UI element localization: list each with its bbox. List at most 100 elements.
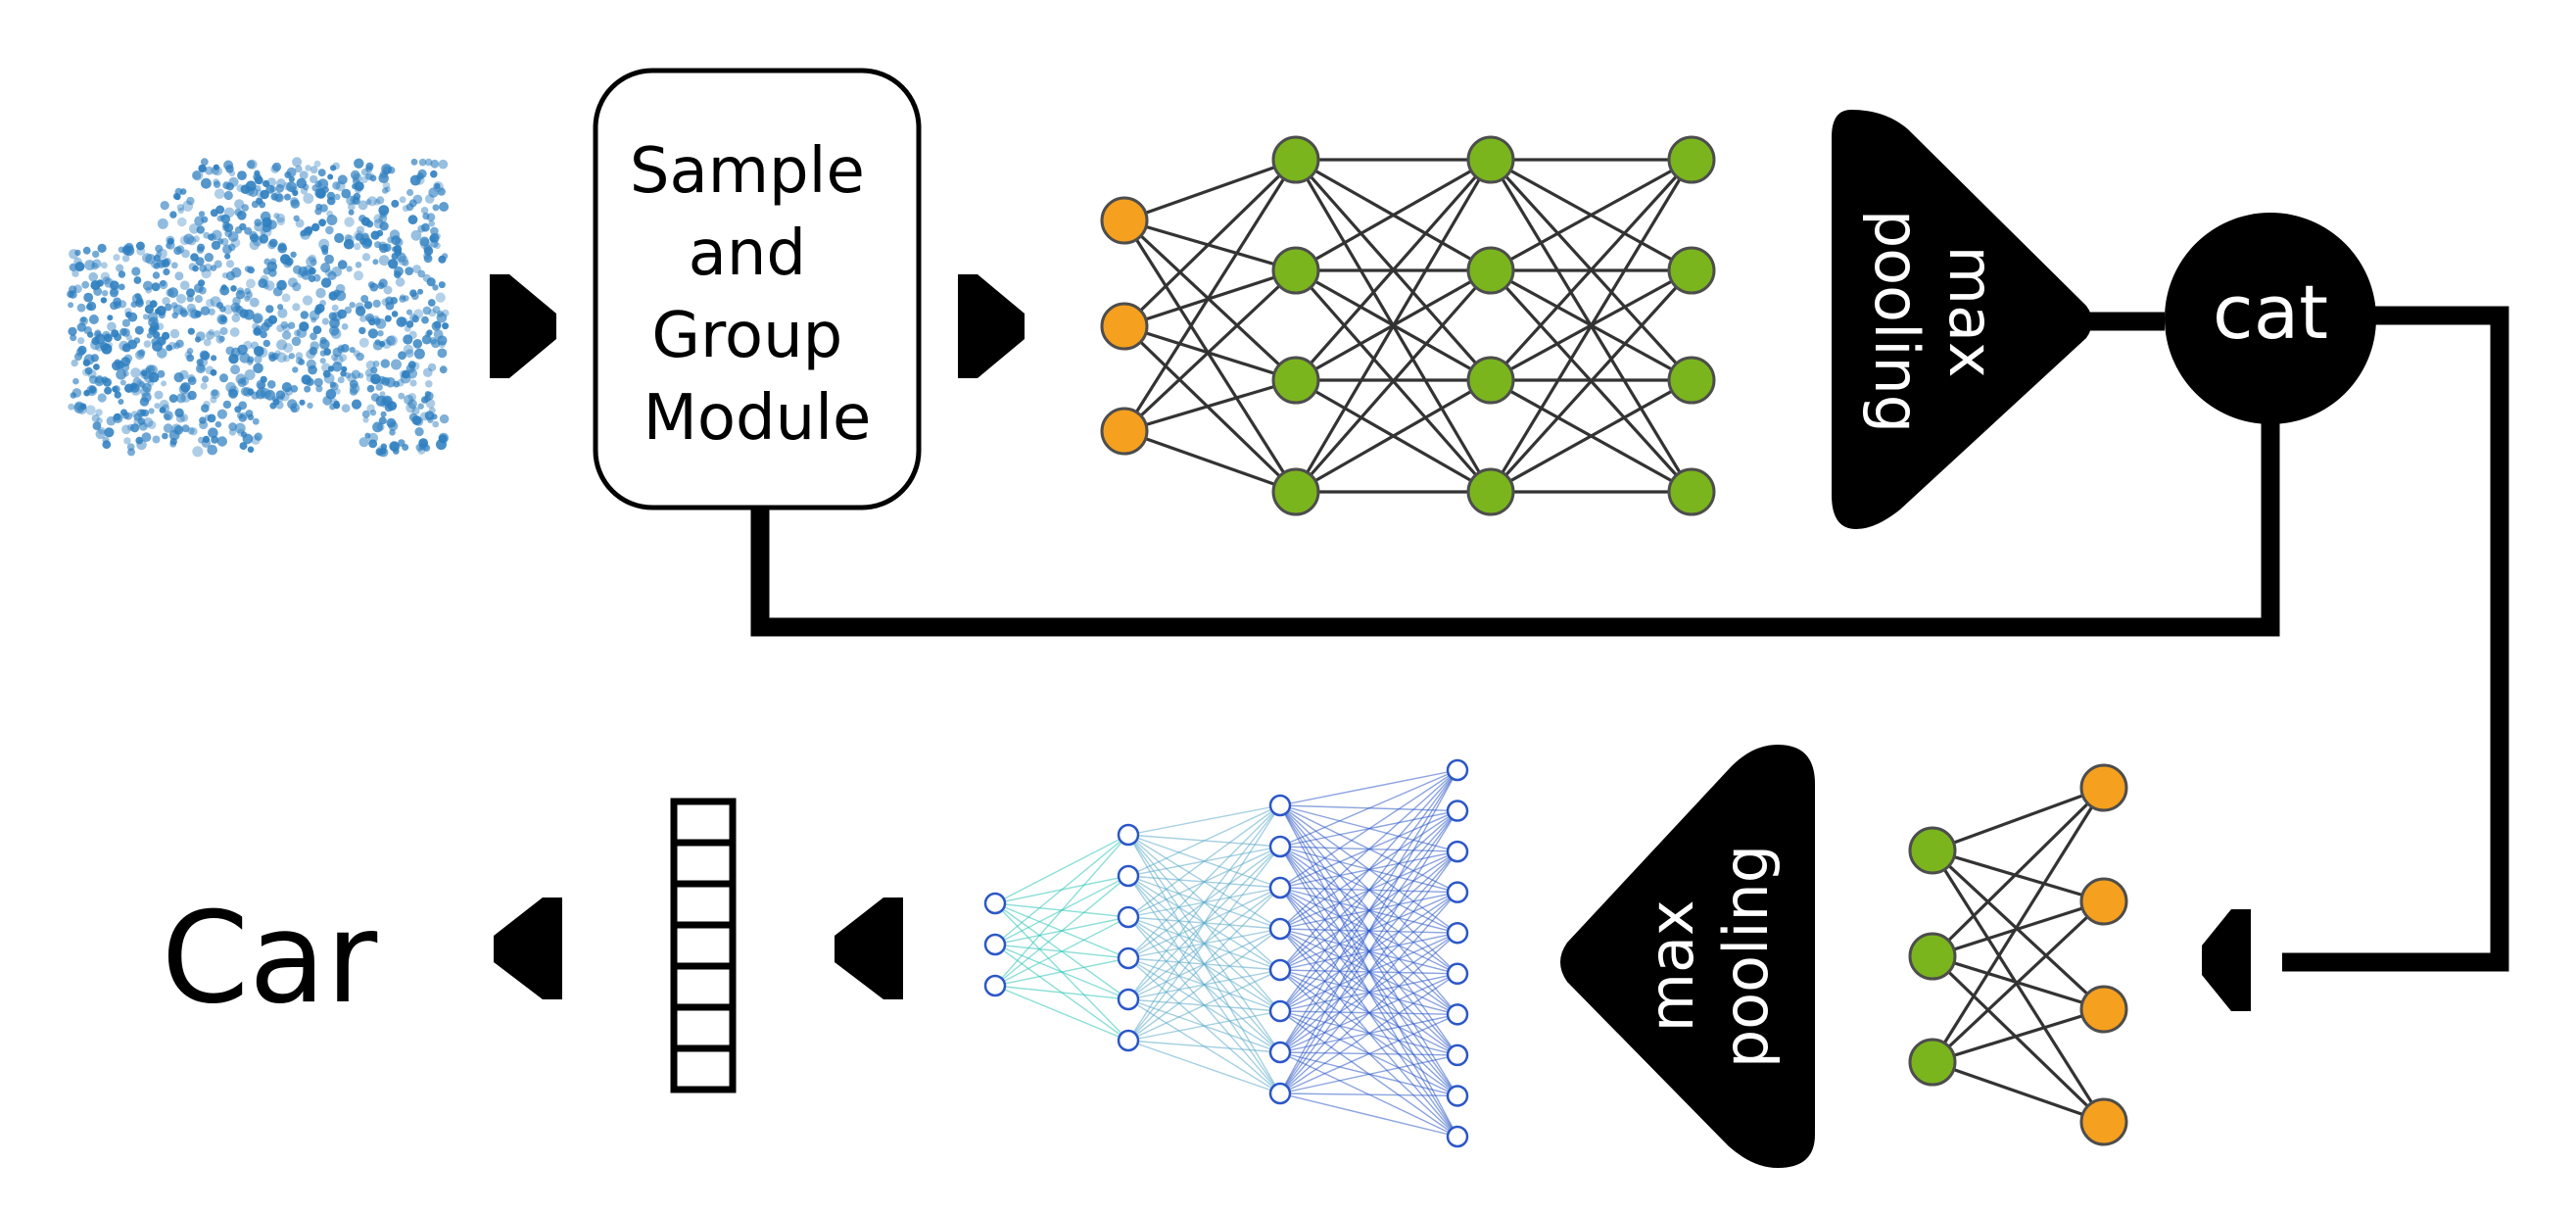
point-cloud-point <box>100 342 109 351</box>
point-cloud-point <box>254 325 263 334</box>
point-cloud-point <box>410 292 419 301</box>
point-cloud-point <box>294 329 301 337</box>
point-cloud-point <box>422 213 430 220</box>
point-cloud-point <box>288 175 295 182</box>
max-pooling-top-shape: max pooling <box>1832 110 2092 529</box>
point-cloud-point <box>384 400 392 408</box>
point-cloud-point <box>361 253 371 262</box>
point-cloud-point <box>358 215 366 222</box>
point-cloud-point <box>376 196 385 205</box>
point-cloud-point <box>420 207 429 215</box>
point-cloud-point <box>272 191 283 202</box>
network-node <box>2079 763 2128 812</box>
module-label-line: Module <box>644 382 872 455</box>
point-cloud-point <box>393 448 400 455</box>
network-node <box>1271 246 1320 295</box>
point-cloud-point <box>140 369 148 377</box>
point-cloud-point <box>156 306 167 316</box>
point-cloud-point <box>262 339 270 348</box>
point-cloud-point <box>290 385 299 393</box>
network-edge <box>1279 892 1458 1094</box>
point-cloud-point <box>70 392 77 399</box>
point-cloud-point <box>84 366 93 375</box>
point-cloud-point <box>350 170 360 180</box>
point-cloud-point <box>243 340 253 350</box>
point-cloud-point <box>173 372 184 383</box>
network-edge <box>1127 804 1281 1042</box>
point-cloud-point <box>421 222 430 232</box>
point-cloud-point <box>178 384 189 395</box>
point-cloud-point <box>187 327 195 335</box>
point-cloud-point <box>70 334 77 342</box>
point-cloud-point <box>405 349 414 359</box>
network-node <box>1271 356 1320 405</box>
point-cloud-point <box>69 290 77 299</box>
network-edge <box>994 834 1129 987</box>
point-cloud-point <box>187 390 197 401</box>
network-node <box>1268 999 1292 1023</box>
network-node <box>1466 246 1515 295</box>
point-cloud-point <box>260 330 267 339</box>
network-edge <box>994 834 1129 904</box>
point-cloud-point <box>260 375 267 383</box>
point-cloud-point <box>320 277 332 288</box>
point-cloud-point <box>362 416 369 423</box>
point-cloud-point <box>176 204 185 212</box>
point-cloud-point <box>280 320 289 329</box>
point-cloud-point <box>413 348 425 360</box>
classifier-network <box>983 758 1469 1148</box>
network-edge <box>1279 850 1458 1094</box>
point-cloud-point <box>340 344 350 353</box>
network-edges <box>994 769 1458 1138</box>
point-cloud-point <box>92 421 102 430</box>
point-cloud-point <box>354 158 364 169</box>
point-cloud-point <box>121 424 131 435</box>
point-cloud-point <box>432 306 441 314</box>
point-cloud-point <box>176 293 186 304</box>
point-cloud-point <box>198 436 205 444</box>
point-cloud-point <box>199 165 208 173</box>
point-cloud-point <box>234 304 241 311</box>
point-cloud-point <box>417 269 426 278</box>
point-cloud-point <box>187 374 196 383</box>
point-cloud-point <box>172 304 184 315</box>
network-edge <box>1932 1007 2105 1064</box>
point-cloud-point <box>72 269 79 277</box>
point-cloud-point <box>386 335 398 347</box>
point-cloud-point <box>260 388 271 399</box>
network-edge <box>1490 378 1693 494</box>
point-cloud-point <box>292 189 299 197</box>
network-node <box>1667 356 1716 405</box>
point-cloud-point <box>230 238 241 248</box>
point-cloud-point <box>210 265 217 271</box>
max-pooling-top-label: pooling <box>1861 210 1932 433</box>
point-cloud-point <box>432 204 440 212</box>
network-node <box>1268 876 1292 899</box>
point-cloud-point <box>196 359 204 366</box>
network-edge <box>994 957 1129 987</box>
point-cloud-point <box>389 229 401 240</box>
point-cloud-point <box>428 219 436 227</box>
point-cloud-point <box>424 194 435 204</box>
point-cloud-point <box>190 309 200 319</box>
point-cloud-point <box>430 159 440 169</box>
point-cloud-point <box>372 360 380 367</box>
point-cloud-point <box>423 367 433 378</box>
point-cloud-point <box>189 427 198 436</box>
point-cloud-point <box>121 254 130 263</box>
point-cloud-point <box>396 252 406 263</box>
output-score-vector <box>670 798 737 1093</box>
point-cloud-point <box>313 160 321 168</box>
network-node <box>1667 467 1716 516</box>
point-cloud-point <box>203 338 212 347</box>
point-cloud-point <box>343 238 355 250</box>
point-cloud-point <box>388 259 399 269</box>
point-cloud-point <box>141 432 152 442</box>
network-edge <box>1931 954 2106 1124</box>
point-cloud-point <box>179 280 190 291</box>
point-cloud-point <box>71 359 78 367</box>
point-cloud-point <box>272 398 280 406</box>
point-cloud-point <box>403 334 413 345</box>
point-cloud-point <box>139 409 147 416</box>
